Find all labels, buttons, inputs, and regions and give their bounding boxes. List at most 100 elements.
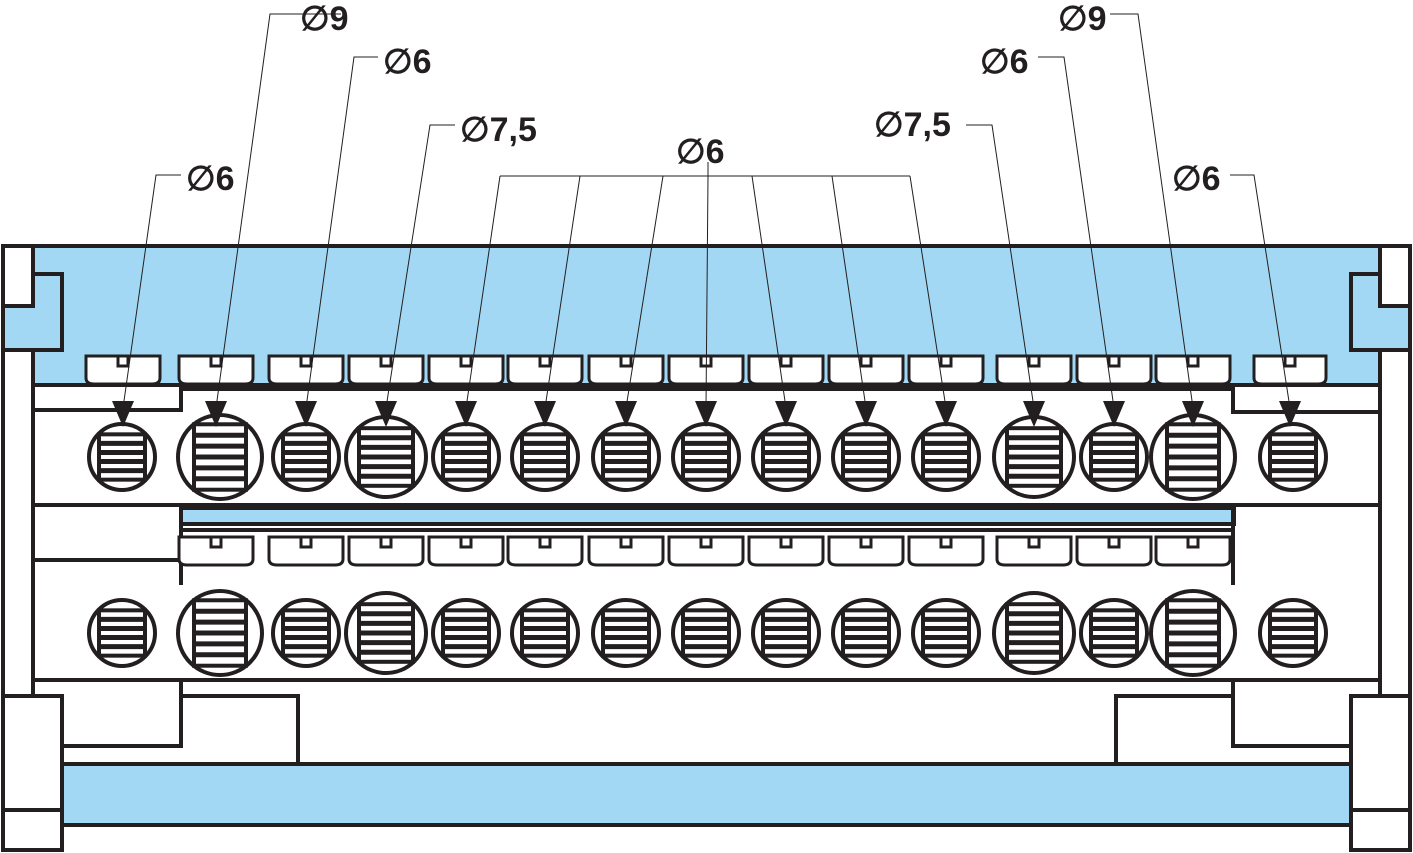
leader-line-4 — [122, 174, 181, 409]
top-terminal-2 — [176, 413, 264, 501]
top-screw-tab-10 — [827, 354, 905, 386]
bottom-terminal-10 — [831, 598, 901, 668]
top-screw-tab-11 — [907, 354, 985, 386]
top-screw-tab-1 — [84, 354, 162, 386]
arrowhead-10 — [855, 401, 877, 427]
leader-line-12 — [625, 175, 664, 409]
leader-line-1 — [215, 13, 341, 409]
middle-screw-tab-7 — [667, 535, 745, 567]
middle-screw-tab-9 — [827, 535, 905, 567]
arrowhead-7 — [615, 401, 637, 427]
top-screw-tab-13 — [1075, 354, 1153, 386]
arrowhead-2 — [205, 401, 227, 427]
middle-screw-tab-3 — [347, 535, 425, 567]
bottom-terminal-6 — [510, 598, 580, 668]
top-screw-tab-6 — [506, 354, 584, 386]
left-end-cap-bottom — [1, 694, 64, 852]
middle-screw-tab-10 — [907, 535, 985, 567]
arrowhead-11 — [935, 401, 957, 427]
top-terminal-13 — [1079, 422, 1149, 492]
leader-line-7 — [966, 124, 1035, 409]
top-screw-tab-4 — [347, 354, 425, 386]
right-end-cap-bottom — [1349, 694, 1412, 852]
bottom-terminal-15 — [1258, 598, 1328, 668]
leader-lines — [122, 13, 1291, 409]
label-d6-left-1: ∅6 — [186, 160, 235, 198]
label-d6-right-1: ∅6 — [1172, 160, 1221, 198]
top-screw-tab-7 — [587, 354, 665, 386]
label-d75-right: ∅7,5 — [874, 106, 951, 144]
label-d9-right: ∅9 — [1058, 0, 1107, 38]
bottom-terminal-2 — [176, 589, 264, 677]
leader-line-15 — [831, 175, 867, 409]
bottom-terminal-5 — [431, 598, 501, 668]
top-screw-tab-5 — [427, 354, 505, 386]
label-d6-left-2: ∅6 — [383, 43, 432, 81]
top-terminal-11 — [911, 422, 981, 492]
middle-strip — [179, 506, 1236, 526]
middle-screw-tab-11 — [995, 535, 1073, 567]
top-screw-tab-12 — [995, 354, 1073, 386]
bottom-terminal-9 — [751, 598, 821, 668]
middle-screw-tab-6 — [587, 535, 665, 567]
leader-line-6 — [1038, 56, 1115, 409]
left-foot — [33, 678, 300, 764]
middle-screw-tab-1 — [177, 535, 255, 567]
arrowhead-9 — [775, 401, 797, 427]
middle-screw-tab-12 — [1075, 535, 1153, 567]
right-end-notch — [1378, 244, 1412, 308]
leader-line-13 — [705, 162, 709, 409]
top-terminal-9 — [751, 422, 821, 492]
top-screw-tab-14 — [1154, 354, 1232, 386]
bottom-terminal-13 — [1079, 598, 1149, 668]
arrowhead-6 — [534, 401, 556, 427]
label-d9-left: ∅9 — [300, 0, 349, 38]
top-terminal-12 — [992, 415, 1076, 499]
diameter-labels: ∅9 ∅6 ∅7,5 ∅6 ∅6 ∅9 ∅6 ∅7,5 ∅6 — [186, 0, 1221, 198]
arrowhead-14 — [1182, 401, 1204, 427]
label-d6-center: ∅6 — [676, 133, 725, 171]
leader-line-5 — [1110, 13, 1194, 409]
top-terminal-6 — [510, 422, 580, 492]
right-foot — [1114, 678, 1380, 764]
leader-line-10 — [465, 175, 501, 409]
arrowhead-15 — [1279, 401, 1301, 427]
middle-screw-tab-4 — [427, 535, 505, 567]
top-terminal-15 — [1258, 422, 1328, 492]
top-screw-tab-15 — [1252, 354, 1328, 386]
arrowhead-13 — [1103, 401, 1125, 427]
leader-line-16 — [909, 175, 947, 409]
middle-screw-tab-13 — [1154, 535, 1232, 567]
arrowhead-4 — [375, 401, 397, 427]
bottom-terminal-7 — [591, 598, 661, 668]
middle-screw-tab-8 — [747, 535, 825, 567]
leader-line-14 — [751, 175, 787, 409]
body-left-lower-block — [31, 503, 183, 562]
arrowheads — [112, 401, 1301, 427]
leader-line-11 — [544, 175, 581, 409]
middle-screw-tabs — [177, 535, 1232, 567]
top-terminal-5 — [431, 422, 501, 492]
leader-line-8 — [1230, 174, 1291, 409]
top-terminal-14 — [1149, 413, 1237, 501]
leader-line-2 — [305, 56, 378, 409]
top-screw-tab-9 — [747, 354, 825, 386]
middle-screw-tab-2 — [267, 535, 345, 567]
arrowhead-5 — [455, 401, 477, 427]
body-left-step-upper — [33, 383, 183, 412]
arrowhead-8 — [695, 401, 717, 427]
bottom-rail — [60, 762, 1354, 827]
top-terminal-4 — [344, 415, 428, 499]
leader-line-3 — [385, 124, 455, 409]
cover-right-step — [1231, 383, 1382, 414]
bottom-terminal-4 — [344, 591, 428, 675]
top-terminal-1 — [87, 422, 157, 492]
top-terminal-row — [87, 413, 1328, 501]
bottom-terminal-row — [87, 589, 1328, 677]
arrowhead-1 — [112, 401, 134, 427]
label-d75-left: ∅7,5 — [460, 111, 537, 149]
middle-screw-tab-5 — [506, 535, 584, 567]
top-terminal-10 — [831, 422, 901, 492]
left-end-notch — [1, 244, 35, 308]
